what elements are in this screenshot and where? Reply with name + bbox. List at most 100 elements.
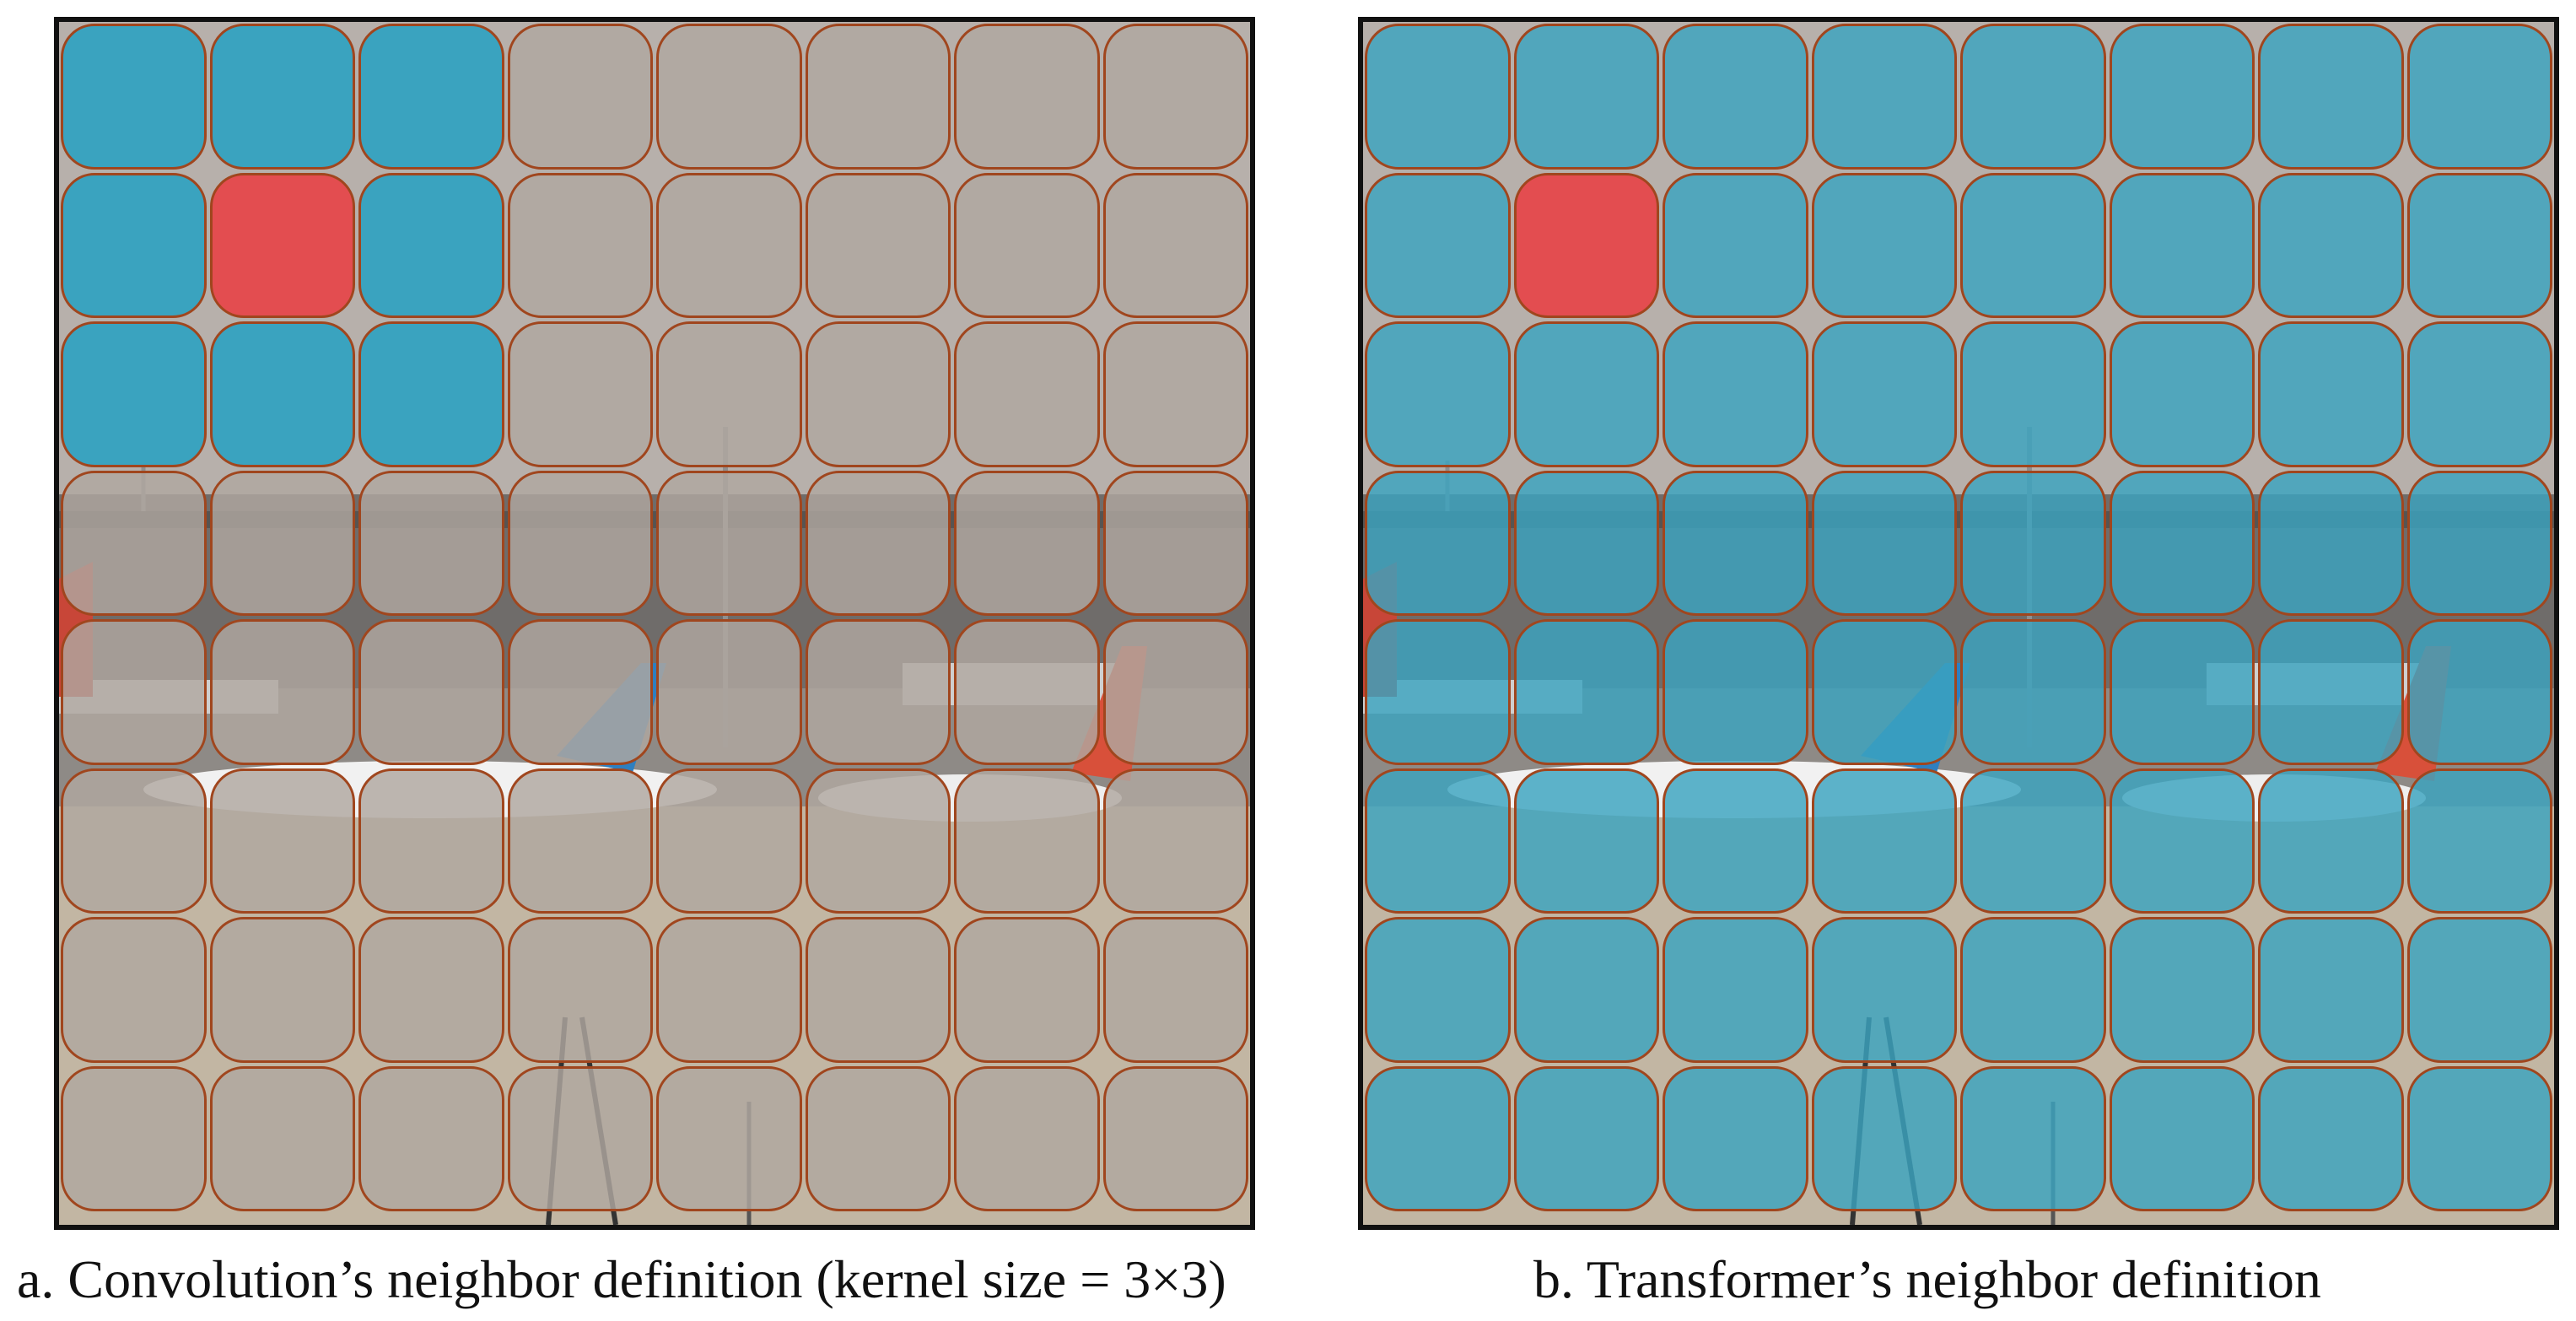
grid-cell-non-neighbor — [656, 172, 802, 318]
grid-cell-neighbor — [1960, 619, 2106, 765]
grid-cell-non-neighbor — [507, 1065, 653, 1211]
grid-cell-neighbor — [1811, 321, 1957, 467]
caption-a: a. Convolution’s neighbor definition (ke… — [17, 1249, 1226, 1309]
grid-cell-neighbor — [1365, 917, 1511, 1063]
grid-cell-non-neighbor — [209, 619, 355, 765]
grid-cell-neighbor — [2406, 470, 2552, 616]
grid-cell-non-neighbor — [61, 470, 207, 616]
grid-cell-neighbor — [1663, 24, 1808, 170]
grid-cell-neighbor — [2109, 24, 2255, 170]
grid-cell-neighbor — [1663, 172, 1808, 318]
grid-cell-neighbor — [1811, 172, 1957, 318]
grid-cell-neighbor — [1663, 1065, 1808, 1211]
grid-cell-non-neighbor — [656, 321, 802, 467]
grid-cell-non-neighbor — [61, 917, 207, 1063]
grid-cell-neighbor — [2109, 768, 2255, 914]
grid-cell-non-neighbor — [954, 470, 1100, 616]
grid-cell-neighbor — [1663, 321, 1808, 467]
grid-cell-neighbor — [1960, 768, 2106, 914]
grid-cell-non-neighbor — [954, 619, 1100, 765]
grid-cell-non-neighbor — [954, 24, 1100, 170]
grid-cell-neighbor — [1513, 24, 1659, 170]
grid-cell-non-neighbor — [61, 619, 207, 765]
grid-cell-neighbor — [61, 24, 207, 170]
grid-cell-non-neighbor — [1102, 470, 1248, 616]
grid-cell-neighbor — [1960, 917, 2106, 1063]
grid-cell-non-neighbor — [1102, 768, 1248, 914]
grid-cell-neighbor — [1663, 768, 1808, 914]
grid-cell-neighbor — [1365, 470, 1511, 616]
grid-cell-non-neighbor — [507, 172, 653, 318]
grid-cell-center — [209, 172, 355, 318]
grid-cell-neighbor — [209, 24, 355, 170]
grid-cell-non-neighbor — [954, 917, 1100, 1063]
grid-cell-neighbor — [2258, 321, 2404, 467]
grid-cell-non-neighbor — [805, 470, 951, 616]
convolution-panel — [54, 17, 1255, 1230]
grid-cell-neighbor — [1960, 1065, 2106, 1211]
transformer-panel — [1358, 17, 2559, 1230]
grid-a — [59, 22, 1250, 1225]
grid-cell-neighbor — [358, 321, 504, 467]
grid-cell-neighbor — [1365, 1065, 1511, 1211]
grid-cell-neighbor — [1513, 321, 1659, 467]
grid-cell-neighbor — [358, 24, 504, 170]
grid-cell-non-neighbor — [805, 24, 951, 170]
grid-cell-non-neighbor — [805, 1065, 951, 1211]
grid-cell-non-neighbor — [1102, 321, 1248, 467]
grid-cell-non-neighbor — [1102, 1065, 1248, 1211]
grid-cell-neighbor — [1513, 917, 1659, 1063]
grid-cell-non-neighbor — [656, 1065, 802, 1211]
grid-cell-neighbor — [2406, 1065, 2552, 1211]
grid-cell-neighbor — [2258, 917, 2404, 1063]
grid-cell-neighbor — [1960, 321, 2106, 467]
grid-cell-neighbor — [1663, 619, 1808, 765]
grid-cell-neighbor — [1365, 172, 1511, 318]
grid-cell-non-neighbor — [656, 470, 802, 616]
grid-cell-neighbor — [2109, 1065, 2255, 1211]
grid-cell-neighbor — [1513, 768, 1659, 914]
grid-cell-neighbor — [2406, 619, 2552, 765]
grid-cell-non-neighbor — [507, 24, 653, 170]
grid-cell-neighbor — [1513, 1065, 1659, 1211]
grid-cell-non-neighbor — [656, 917, 802, 1063]
grid-cell-neighbor — [2109, 917, 2255, 1063]
grid-cell-non-neighbor — [805, 172, 951, 318]
grid-cell-neighbor — [1513, 470, 1659, 616]
grid-cell-neighbor — [1960, 172, 2106, 318]
grid-cell-non-neighbor — [1102, 619, 1248, 765]
grid-cell-non-neighbor — [209, 917, 355, 1063]
grid-cell-neighbor — [2258, 24, 2404, 170]
grid-cell-neighbor — [2109, 619, 2255, 765]
grid-cell-neighbor — [1365, 321, 1511, 467]
grid-cell-non-neighbor — [507, 768, 653, 914]
grid-cell-non-neighbor — [358, 619, 504, 765]
grid-cell-neighbor — [2406, 172, 2552, 318]
grid-cell-neighbor — [2109, 172, 2255, 318]
grid-cell-center — [1513, 172, 1659, 318]
grid-cell-neighbor — [1811, 24, 1957, 170]
grid-cell-neighbor — [2406, 24, 2552, 170]
grid-cell-non-neighbor — [656, 24, 802, 170]
grid-cell-neighbor — [2258, 470, 2404, 616]
caption-b: b. Transformer’s neighbor definition — [1533, 1249, 2321, 1309]
grid-cell-neighbor — [1811, 619, 1957, 765]
grid-cell-neighbor — [1960, 470, 2106, 616]
grid-cell-non-neighbor — [507, 619, 653, 765]
grid-cell-non-neighbor — [507, 321, 653, 467]
grid-cell-non-neighbor — [954, 768, 1100, 914]
grid-cell-neighbor — [1811, 1065, 1957, 1211]
grid-cell-non-neighbor — [358, 917, 504, 1063]
grid-cell-non-neighbor — [954, 321, 1100, 467]
grid-cell-neighbor — [1811, 470, 1957, 616]
grid-cell-non-neighbor — [358, 470, 504, 616]
grid-cell-non-neighbor — [805, 619, 951, 765]
grid-cell-non-neighbor — [507, 917, 653, 1063]
grid-cell-neighbor — [1663, 470, 1808, 616]
grid-cell-neighbor — [2406, 917, 2552, 1063]
grid-cell-neighbor — [2258, 619, 2404, 765]
grid-cell-neighbor — [2109, 321, 2255, 467]
grid-cell-neighbor — [2258, 1065, 2404, 1211]
grid-cell-non-neighbor — [61, 768, 207, 914]
grid-cell-neighbor — [358, 172, 504, 318]
